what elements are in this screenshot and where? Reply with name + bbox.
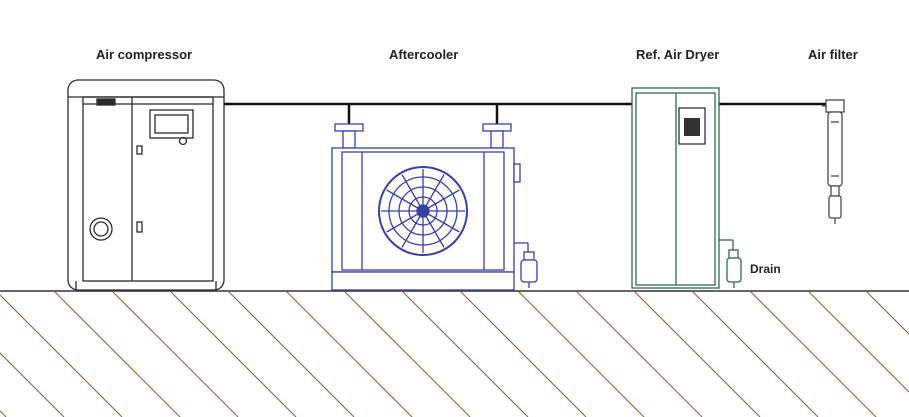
ground-hatch-line	[807, 290, 909, 393]
fan-spoke	[422, 210, 445, 248]
ground-hatch-line	[633, 290, 761, 417]
aftercooler	[331, 123, 538, 291]
ground-hatch-line	[343, 290, 471, 417]
fan-spoke	[386, 189, 424, 212]
ground-hatch-line	[865, 290, 909, 335]
ground-hatch-line	[0, 352, 65, 417]
ground-hatch-line	[169, 290, 297, 417]
fan-spoke	[401, 174, 424, 212]
fan-spoke	[422, 210, 460, 233]
air-dryer	[631, 87, 742, 289]
ground-hatch-line	[0, 294, 123, 417]
ground	[0, 290, 909, 417]
ground-hatch-line	[691, 290, 819, 417]
fan-spoke	[401, 210, 424, 248]
ground-hatch-line	[459, 290, 587, 417]
ground-hatch-line	[227, 290, 355, 417]
ground-hatch-line	[575, 290, 703, 417]
ground-hatch-line	[111, 290, 239, 417]
fan-guard-ring	[408, 196, 438, 226]
drain-label: Drain	[750, 262, 781, 276]
ground-hatch-line	[749, 290, 877, 417]
ground-hatch-line	[517, 290, 645, 417]
air-filter-label: Air filter	[808, 47, 858, 62]
ground-hatch-line	[285, 290, 413, 417]
fan-guard-ring	[388, 176, 458, 246]
main-pipe	[224, 102, 832, 124]
fan-spoke	[422, 174, 445, 212]
air-compressor	[67, 79, 225, 291]
aftercooler-label: Aftercooler	[389, 47, 459, 62]
ground-hatch-line	[53, 290, 181, 417]
ground-hatch-line	[401, 290, 529, 417]
air-filter	[822, 99, 845, 224]
air-compressor-label: Air compressor	[96, 47, 193, 62]
fan-guard-ring	[398, 186, 448, 236]
fan-spoke	[386, 210, 424, 233]
fan-spoke	[422, 189, 460, 212]
air-dryer-label: Ref. Air Dryer	[636, 47, 720, 62]
